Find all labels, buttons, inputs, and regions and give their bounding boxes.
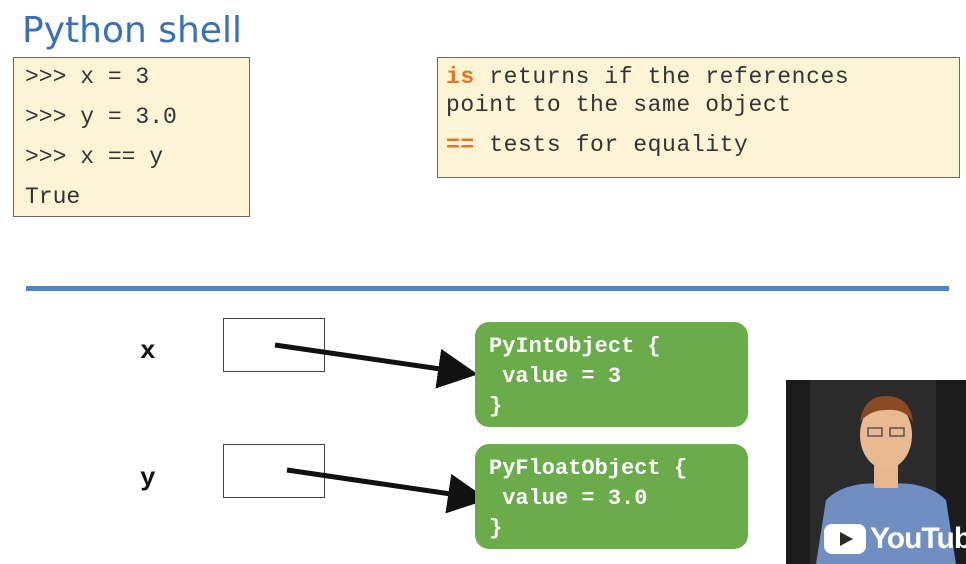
divider-line	[26, 286, 949, 291]
arrow-x-to-int	[274, 342, 478, 389]
note-box: is returns if the references point to th…	[437, 57, 960, 178]
note-line-is-cont: point to the same object	[446, 92, 792, 118]
is-keyword: is	[446, 64, 475, 90]
shell-line: >>> x = 3	[25, 64, 150, 90]
youtube-watermark[interactable]: YouTub	[824, 522, 966, 556]
play-icon	[824, 524, 866, 554]
python-shell-box: >>> x = 3 >>> y = 3.0 >>> x == y True	[13, 57, 250, 217]
variable-label-x: x	[140, 336, 156, 366]
variable-box-x	[223, 318, 325, 372]
note-line-is: is returns if the references	[446, 64, 849, 90]
object-line: }	[489, 394, 503, 419]
shell-line: >>> y = 3.0	[25, 104, 177, 130]
py-int-object: PyIntObject { value = 3 }	[475, 322, 748, 427]
variable-label-y: y	[140, 463, 156, 493]
object-line: value = 3	[489, 364, 622, 389]
arrow-y-to-float	[286, 467, 488, 514]
eq-keyword: ==	[446, 132, 475, 158]
object-line: value = 3.0	[489, 486, 648, 511]
py-float-object: PyFloatObject { value = 3.0 }	[475, 444, 748, 549]
object-line: PyIntObject {	[489, 334, 661, 359]
shell-line: True	[25, 184, 81, 210]
youtube-watermark-text: YouTub	[870, 522, 966, 555]
slide-title: Python shell	[22, 10, 242, 51]
object-line: PyFloatObject {	[489, 456, 688, 481]
note-line-eq: == tests for equality	[446, 132, 748, 158]
object-line: }	[489, 516, 503, 541]
shell-line: >>> x == y	[25, 144, 164, 170]
eq-description: tests for equality	[474, 132, 749, 158]
is-description: returns if the references	[474, 64, 850, 90]
